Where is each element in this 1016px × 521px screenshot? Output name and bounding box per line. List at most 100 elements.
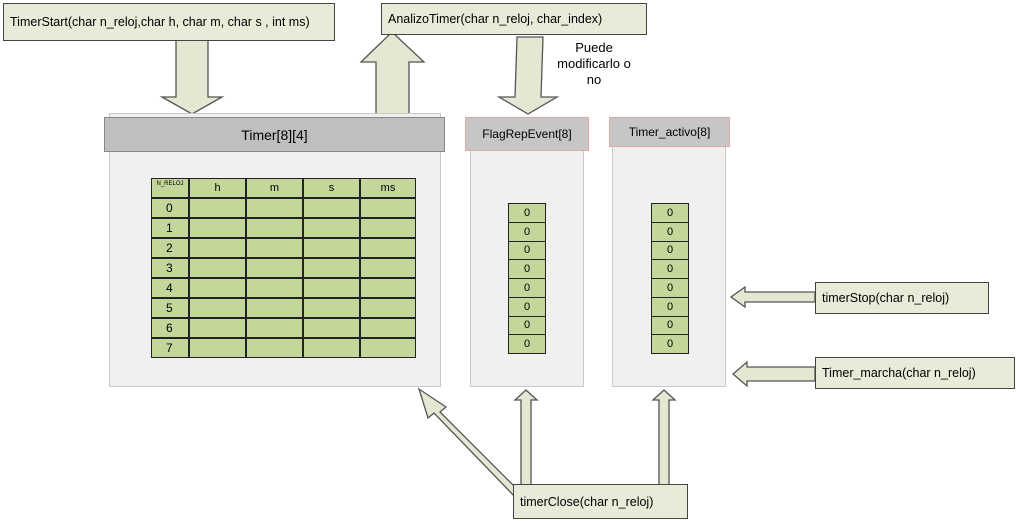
timeractivo-cell: 0 — [651, 259, 689, 279]
flagrepevent-cell: 0 — [508, 259, 546, 279]
timer-cell — [246, 298, 303, 318]
arrow-analizotimer-up — [359, 31, 426, 119]
arrow-to-flagrepevent — [496, 36, 560, 115]
timer-grid: N_RELOJ h m s ms 0 1 2 3 4 5 6 7 — [151, 178, 416, 358]
timer-cell — [303, 278, 360, 298]
flagrepevent-value: 0 — [523, 263, 531, 276]
timer-cell — [246, 338, 303, 358]
timer-cell — [303, 218, 360, 238]
row-index-label: 5 — [166, 301, 173, 315]
timeractivo-cell: 0 — [651, 315, 689, 336]
arrow-timerclose-activo — [651, 389, 677, 491]
flagrepevent-cell: 0 — [508, 334, 546, 354]
arrow-timerstart — [159, 39, 225, 115]
timermarcha-label: Timer_marcha(char n_reloj) — [822, 366, 976, 380]
col-header-m-label: m — [269, 182, 280, 194]
timeractivo-value: 0 — [666, 319, 674, 332]
timer-cell — [246, 278, 303, 298]
row-index-label: 4 — [166, 281, 173, 295]
timeractivo-value: 0 — [666, 300, 674, 313]
timermarcha-callout: Timer_marcha(char n_reloj) — [815, 357, 1015, 389]
note-line-2: modificarlo o — [557, 56, 631, 71]
flagrepevent-value: 0 — [523, 338, 531, 351]
timer-cell — [303, 338, 360, 358]
flagrepevent-cell: 0 — [508, 315, 546, 336]
arrow-timerclose-flag — [513, 389, 539, 491]
timer-cell — [303, 318, 360, 338]
flagrepevent-cell: 0 — [508, 240, 546, 261]
row-index-label: 0 — [166, 201, 173, 215]
col-header-m: m — [246, 178, 303, 198]
timeractivo-value: 0 — [666, 281, 674, 294]
flagrepevent-title: FlagRepEvent[8] — [482, 127, 572, 141]
timer-cell — [189, 198, 246, 218]
note-line-1: Puede — [575, 40, 613, 55]
row-index-label: 1 — [166, 221, 173, 235]
timeractivo-cell: 0 — [651, 240, 689, 261]
timerclose-label: timerClose(char n_reloj) — [520, 494, 654, 509]
timerstart-callout: TimerStart(char n_reloj,char h, char m, … — [3, 3, 335, 41]
flagrepevent-value: 0 — [523, 300, 531, 313]
flagrepevent-value: 0 — [523, 319, 531, 332]
timer-cell — [189, 238, 246, 258]
timeractivo-cell: 0 — [651, 203, 689, 223]
timeractivo-cell: 0 — [651, 278, 689, 298]
timer-cell — [189, 258, 246, 278]
row-index-label: 2 — [166, 241, 173, 255]
timer-cell — [360, 198, 416, 218]
row-index-cell: 4 — [151, 278, 189, 298]
timer-cell — [360, 298, 416, 318]
timer-cell — [360, 338, 416, 358]
flagrepevent-cell: 0 — [508, 278, 546, 298]
timer-title: Timer[8][4] — [241, 126, 308, 143]
timeractivo-cell: 0 — [651, 334, 689, 354]
flagrepevent-cell: 0 — [508, 296, 546, 317]
analizotimer-callout: AnalizoTimer(char n_reloj, char_index) — [381, 3, 647, 35]
row-index-cell: 5 — [151, 298, 189, 318]
flagrepevent-header: FlagRepEvent[8] — [465, 117, 589, 151]
timeractivo-header: Timer_activo[8] — [609, 117, 730, 147]
timer-cell — [360, 218, 416, 238]
row-index-cell: 2 — [151, 238, 189, 258]
timeractivo-cell: 0 — [651, 221, 689, 242]
puede-modificarlo-note: Puede modificarlo o no — [548, 40, 640, 88]
flagrepevent-value: 0 — [523, 281, 531, 294]
row-index-label: 6 — [166, 321, 173, 335]
col-header-h-label: h — [214, 182, 221, 194]
col-header-s-label: s — [328, 182, 335, 194]
col-header-s: s — [303, 178, 360, 198]
arrow-timerstop — [729, 285, 816, 309]
flagrepevent-value: 0 — [523, 244, 531, 257]
timer-cell — [303, 298, 360, 318]
row-index-label: 3 — [166, 261, 173, 275]
timer-cell — [246, 258, 303, 278]
timer-cell — [246, 198, 303, 218]
row-index-cell: 0 — [151, 198, 189, 218]
timer-cell — [246, 218, 303, 238]
timer-grid-corner: N_RELOJ — [151, 178, 189, 198]
col-header-ms-label: ms — [380, 182, 396, 194]
timer-cell — [360, 238, 416, 258]
timer-cell — [360, 258, 416, 278]
col-header-ms: ms — [360, 178, 416, 198]
flagrepevent-value: 0 — [523, 206, 531, 219]
timeractivo-value: 0 — [666, 263, 674, 276]
timer-cell — [303, 238, 360, 258]
timer-cell — [360, 318, 416, 338]
arrow-timerclose-timer — [417, 387, 526, 500]
row-index-cell: 6 — [151, 318, 189, 338]
row-index-cell: 7 — [151, 338, 189, 358]
timerstart-label: TimerStart(char n_reloj,char h, char m, … — [10, 15, 310, 29]
row-index-cell: 3 — [151, 258, 189, 278]
timerstop-callout: timerStop(char n_reloj) — [815, 282, 989, 314]
timeractivo-title: Timer_activo[8] — [628, 125, 711, 139]
timer-cell — [303, 258, 360, 278]
timer-cell — [303, 198, 360, 218]
timer-cell — [246, 318, 303, 338]
timer-cell — [189, 318, 246, 338]
note-line-3: no — [586, 72, 602, 87]
col-header-h: h — [189, 178, 246, 198]
analizotimer-label: AnalizoTimer(char n_reloj, char_index) — [388, 12, 603, 26]
